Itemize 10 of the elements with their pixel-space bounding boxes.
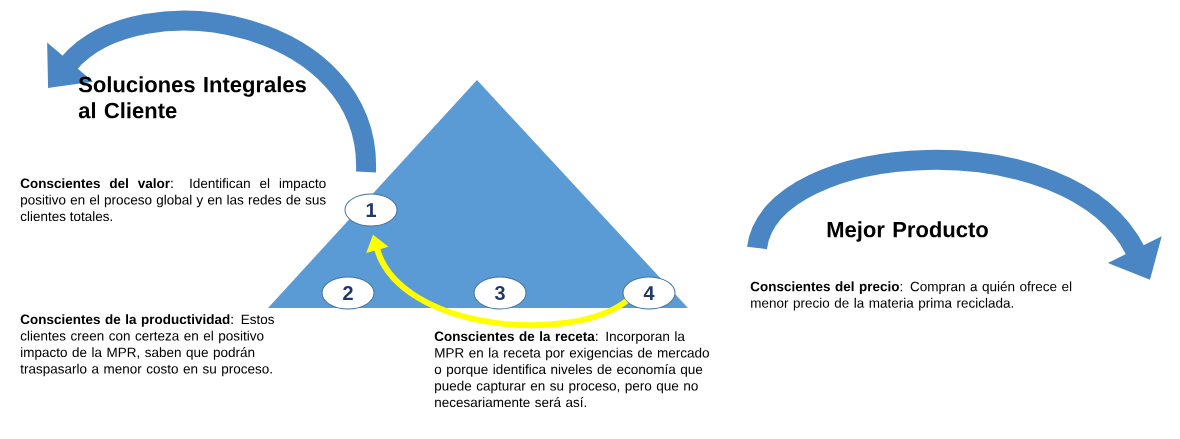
number-oval: 4 (622, 276, 676, 310)
heading: Soluciones Integrales al Cliente (78, 76, 306, 119)
number-oval: 2 (321, 276, 375, 310)
heading: Mejor Producto (827, 221, 988, 242)
description-text: Conscientes de la productividad: Estos clientes creen con certeza en el positivo impacto de la MPR, saben que podrán traspasarlo a menor costo en su proceso. (20, 314, 274, 377)
description-text: Conscientes del valor: Identifican el impacto positivo en el proceso global y en las redes de sus clientes totales. (20, 178, 326, 222)
description-text: Conscientes del precio: Compran a quién ofrece el menor precio de la materia prima reciclada. (750, 281, 1072, 311)
description-text: Conscientes de la receta: Incorporan la MPR en la receta por exigencias de mercado o porque identifica niveles de economía que puede capturar en su proceso, pero que no necesariamente será así. (434, 331, 709, 408)
number-oval: 1 (344, 193, 398, 227)
number-oval: 3 (473, 276, 527, 310)
